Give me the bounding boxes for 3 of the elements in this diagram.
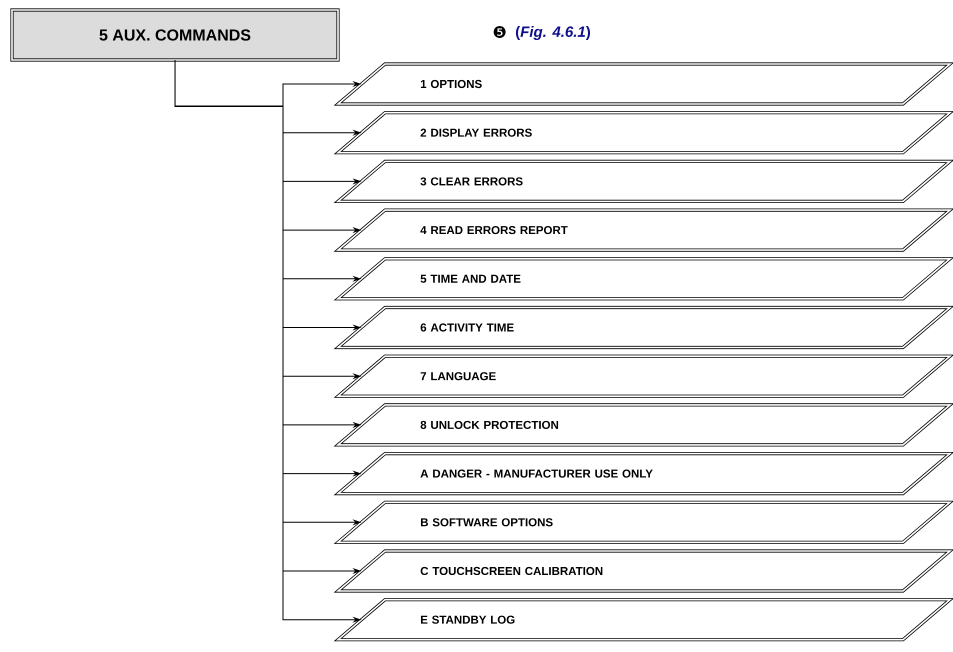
circled-number: ❺ <box>494 26 506 38</box>
menu-box: 5 AUX. COMMANDS <box>10 8 340 62</box>
figure-reference: (Fig. 4.6.1) <box>516 26 590 40</box>
